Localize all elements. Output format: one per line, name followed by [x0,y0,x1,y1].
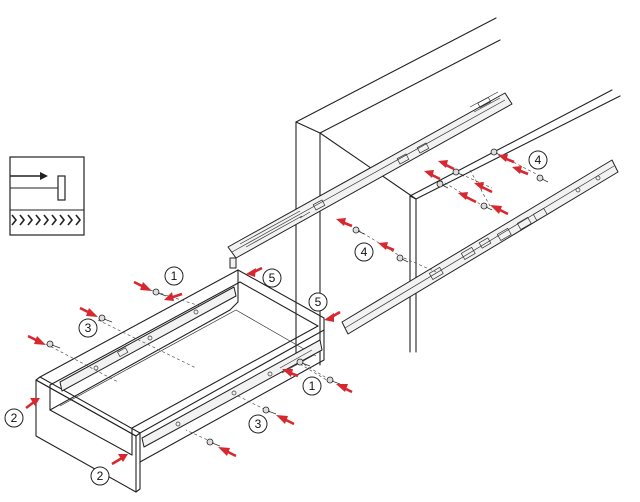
screw [490,148,503,157]
callout-label: 2 [11,411,18,425]
callout-label: 4 [535,153,542,167]
screw [206,438,221,447]
callout-4-left: 4 [354,242,374,262]
screw [396,254,409,263]
screw [436,180,449,189]
screw [46,340,61,349]
callout-5-left: 5 [262,268,282,288]
red-arrow-icon [490,205,509,216]
callout-label: 1 [171,269,178,283]
callout-label: 5 [315,295,322,309]
screws [46,148,549,447]
red-arrow-icon [336,384,353,394]
drawer-runner-left [59,286,237,392]
callout-3-left: 3 [78,318,98,338]
drawer-box [35,269,325,493]
screw [326,376,341,385]
red-arrow-icon [246,266,263,277]
red-arrow-icon [79,306,98,317]
red-arrow-icon [25,398,40,410]
callout-1-right: 1 [302,376,322,396]
red-arrow-icon [111,454,128,466]
screw [536,174,549,183]
drawer-runner-right [141,339,323,448]
screw [152,288,167,297]
callout-2-bottom: 2 [90,466,110,486]
cabinet [295,17,621,366]
red-arrow-icon [424,170,441,181]
red-arrow-icon [282,369,299,378]
callout-label: 5 [269,271,276,285]
screw [98,314,113,323]
callout-label: 4 [361,245,368,259]
red-arrow-icon [276,415,295,426]
red-arrow-icon [133,280,152,291]
soft-close-push-legend-icon [9,156,85,236]
red-arrow-icon [474,182,493,194]
callout-label: 2 [97,469,104,483]
screw [352,226,365,235]
callout-label: 3 [85,321,92,335]
hatch-pattern [11,214,82,226]
red-arrow-icon [378,242,395,252]
callout-label: 1 [309,379,316,393]
screw [452,168,465,177]
cabinet-slide-left [227,91,513,269]
red-arrow-icon [324,310,341,322]
red-arrow-icon [218,447,237,458]
cabinet-slide-right [341,159,619,335]
red-arrow-icon [27,334,46,345]
red-arrow-icon [438,160,455,171]
callout-5-right: 5 [308,292,328,312]
slide-slots [428,175,601,280]
callout-4-right: 4 [528,150,548,170]
callout-3-bottom: 3 [248,414,268,434]
red-arrow-icon [458,192,477,204]
screw [262,406,277,415]
screw [480,202,493,211]
red-arrows [25,154,529,466]
callout-label: 3 [255,417,262,431]
red-arrow-icon [336,218,353,228]
red-arrow-icon [164,292,183,301]
red-arrow-icon [498,154,515,164]
callout-2-left: 2 [4,408,24,428]
screw [296,358,311,367]
callout-1-top: 1 [164,266,184,286]
red-arrow-icon [512,166,529,176]
